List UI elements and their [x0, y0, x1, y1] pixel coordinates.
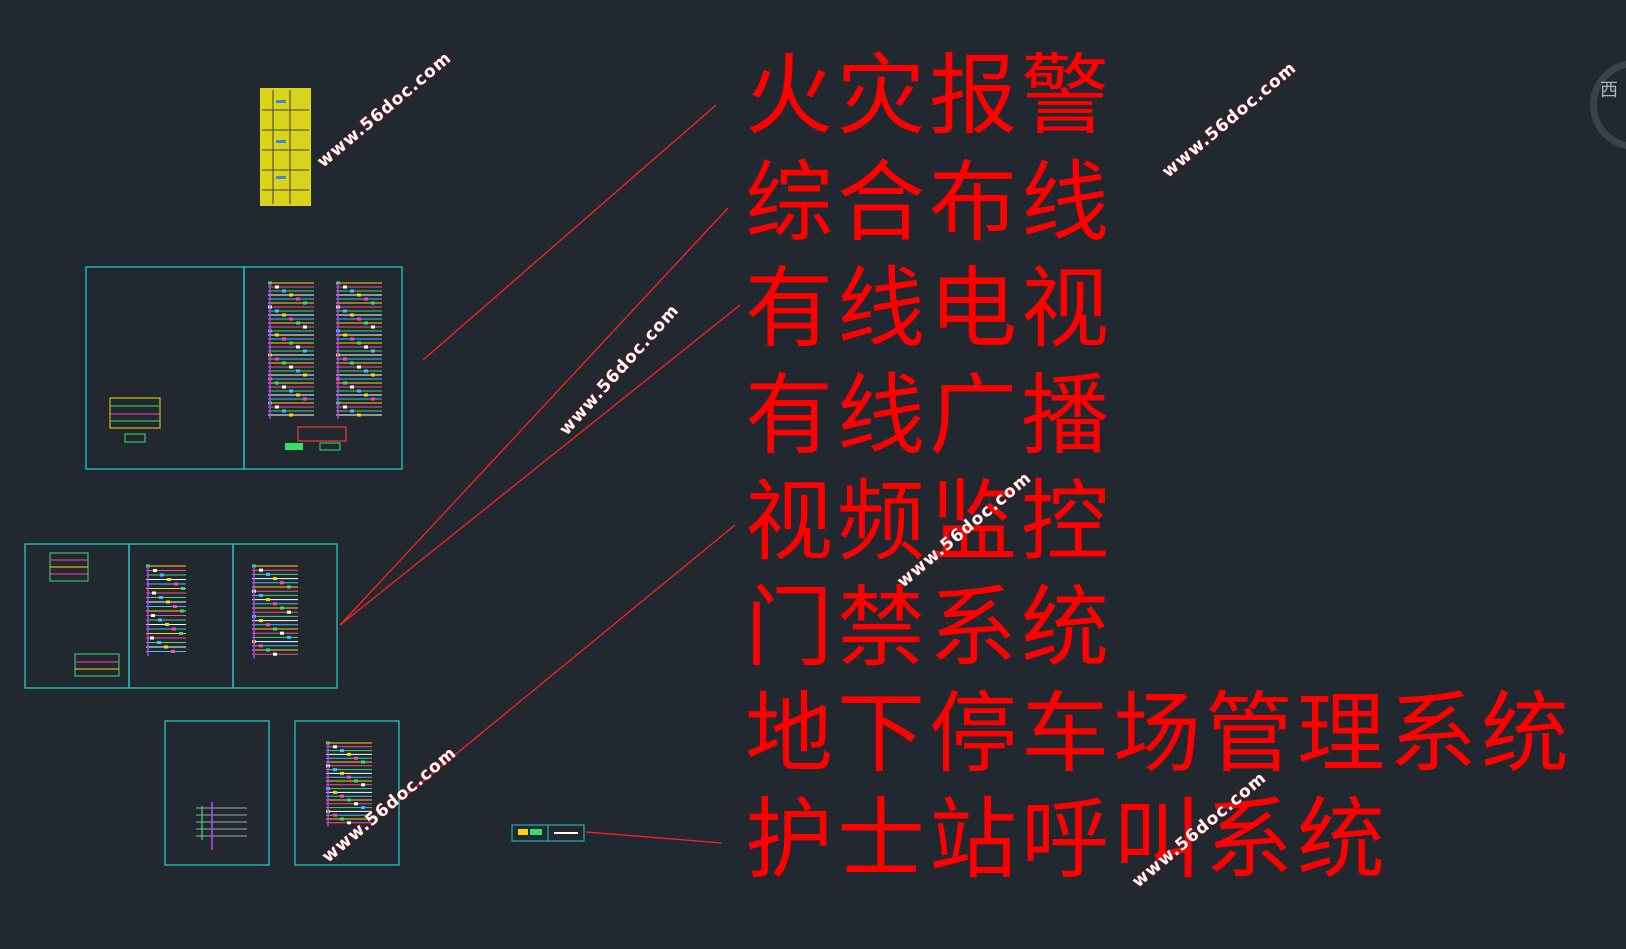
label-broadcast: 有线广播 [745, 364, 1114, 467]
label-integrated-cabling: 综合布线 [745, 151, 1114, 254]
sheet-group-fire-alarm-system[interactable] [85, 266, 403, 470]
leader-line-fire-alarm [422, 104, 717, 361]
compass-west-label[interactable]: 西 [1600, 80, 1618, 101]
label-parking-management: 地下停车场管理系统 [745, 682, 1574, 785]
leader-line-cabling [339, 207, 729, 626]
sheet-group-cabling-tv[interactable] [24, 543, 338, 689]
label-access-control: 门禁系统 [745, 576, 1114, 679]
leader-line-video [399, 524, 736, 801]
leader-line-nurse-call [585, 831, 723, 844]
sheet-group-parking-access[interactable] [164, 720, 400, 866]
sheet-nurse-call[interactable] [511, 824, 585, 842]
label-cable-tv: 有线电视 [745, 257, 1114, 360]
label-video-surveillance: 视频监控 [745, 470, 1114, 573]
riser-tower-left [268, 281, 314, 419]
riser-tower-tv [252, 564, 298, 659]
leader-line-cable-tv [339, 304, 741, 626]
leader-lines [339, 104, 741, 844]
riser-tower-parking [326, 741, 372, 827]
label-fire-alarm: 火灾报警 [745, 44, 1114, 147]
small-riser-diagram [109, 397, 161, 443]
label-nurse-call: 护士站呼叫系统 [745, 788, 1390, 891]
riser-tower-right [336, 281, 382, 419]
sheet-fire-alarm-list[interactable] [260, 88, 311, 206]
riser-tower-cabling [146, 564, 186, 656]
